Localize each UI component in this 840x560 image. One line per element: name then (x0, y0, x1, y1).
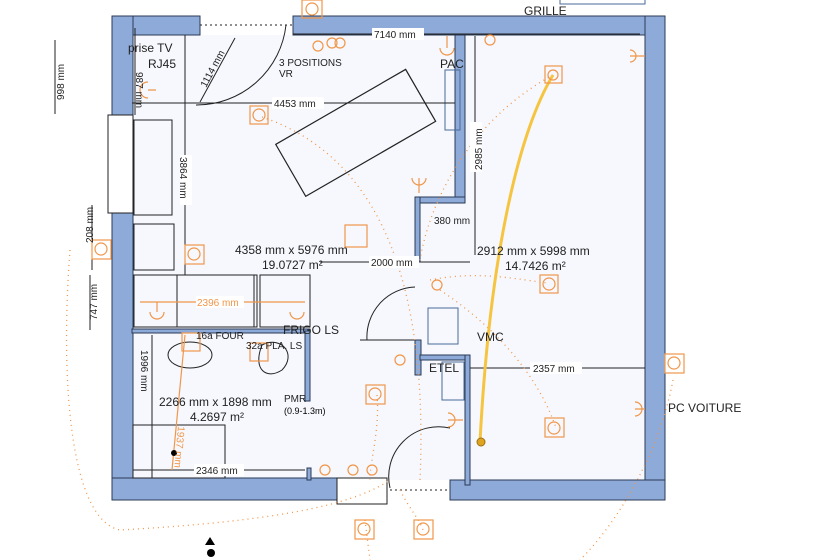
cable-path (478, 74, 555, 443)
grille-box (559, 0, 646, 5)
dim-1996: 1996 mm (138, 350, 149, 392)
label-grille: GRILLE (524, 4, 567, 18)
window (107, 114, 134, 214)
doorstep (336, 477, 388, 505)
label-vmc: VMC (477, 330, 504, 344)
dim-2346: 2346 mm (196, 466, 238, 477)
dim-208: 208 mm (85, 207, 96, 243)
dim-1937-line (171, 334, 186, 471)
dim-987: 987 mm (133, 72, 144, 108)
light-point (476, 437, 486, 447)
dim-2396: 2396 mm (197, 298, 239, 309)
label-prise-tv: prise TV (128, 41, 172, 55)
dim-2000: 2000 mm (371, 258, 413, 269)
label-four: 16a FOUR (196, 331, 244, 342)
label-pc-voiture: PC VOITURE (668, 401, 741, 415)
label-vr: VR (279, 69, 293, 80)
drain-icon (171, 450, 177, 456)
room-2-size: 2912 mm x 5998 mm (477, 244, 590, 258)
dim-2985: 2985 mm (474, 128, 485, 170)
label-pmr-range: (0.9-1.3m) (284, 406, 326, 416)
dim-7140: 7140 mm (374, 30, 416, 41)
north-arrow-icon (205, 537, 215, 545)
dim-1937: 1937 mm (171, 426, 186, 468)
electrical-circuits (65, 74, 674, 560)
room-1-area: 19.0727 m² (262, 258, 323, 272)
dim-380: 380 mm (434, 216, 470, 227)
room-2-area: 14.7426 m² (505, 259, 566, 273)
label-pmr: PMR (284, 394, 306, 405)
dim-998: 998 mm (56, 64, 67, 100)
label-frigo-ls: FRIGO LS (283, 323, 339, 337)
north-dot (207, 549, 215, 557)
dim-2357: 2357 mm (533, 364, 575, 375)
label-pac: PAC (440, 57, 464, 71)
dim-747: 747 mm (89, 284, 100, 320)
label-rj45: RJ45 (148, 57, 176, 71)
furniture (132, 68, 465, 479)
room-3-size: 2266 mm x 1898 mm (159, 395, 272, 409)
label-pla-ls: 32a PLA. LS (246, 341, 302, 352)
dim-4453: 4453 mm (274, 99, 316, 110)
label-etel: ETEL (429, 361, 459, 375)
outlets (91, 0, 685, 540)
room-3-area: 4.2697 m² (190, 410, 244, 424)
label-3-positions: 3 POSITIONS (279, 58, 342, 69)
dim-3864: 3864 mm (177, 157, 188, 199)
room-1-size: 4358 mm x 5976 mm (235, 243, 348, 257)
